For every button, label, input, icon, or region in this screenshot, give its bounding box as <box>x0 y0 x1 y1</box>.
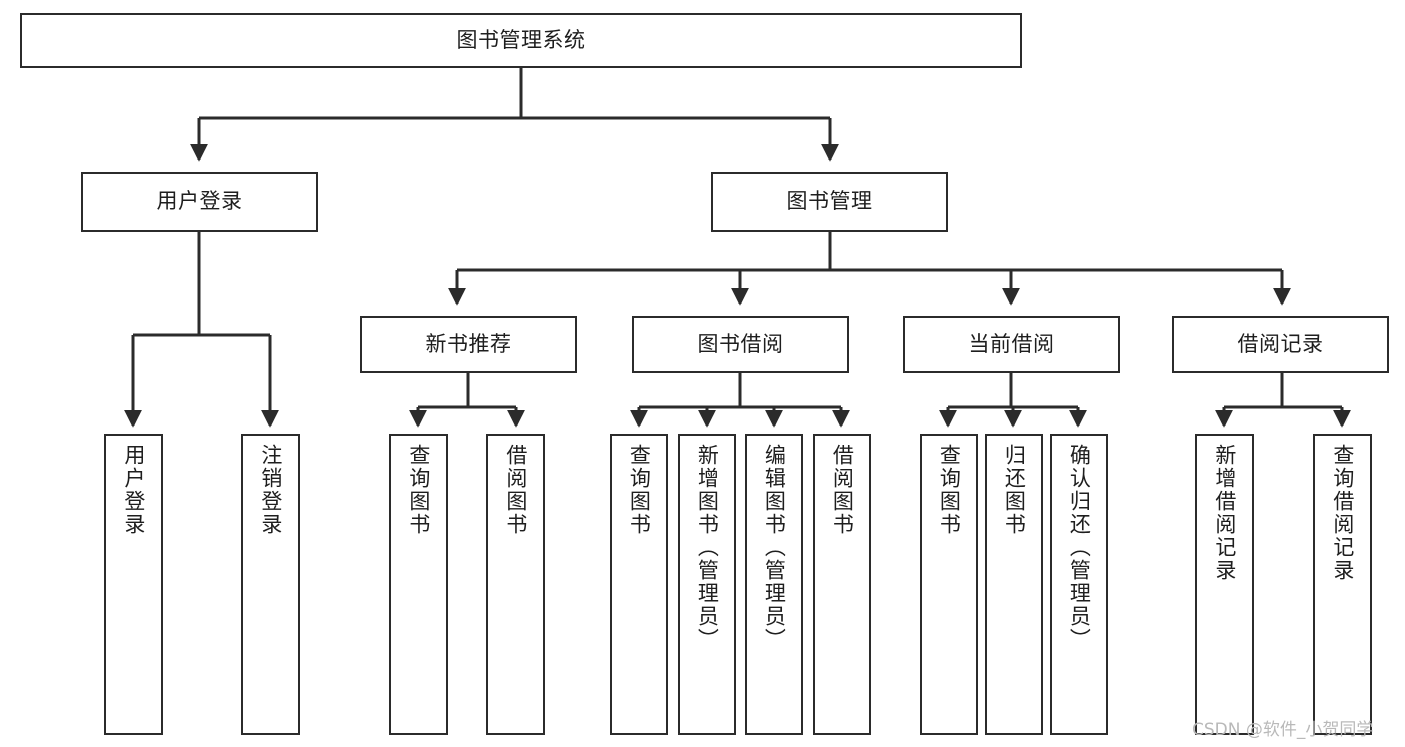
node-label: 借阅图书 <box>503 444 528 536</box>
node-leaf-logout-login[interactable]: 注销登录 <box>241 434 300 735</box>
node-label: 图书管理系统 <box>456 27 586 52</box>
node-leaf-borrow-book-1[interactable]: 借阅图书 <box>486 434 545 735</box>
node-label: 确认归还（管理员） <box>1067 444 1092 651</box>
node-label: 用户登录 <box>121 444 146 536</box>
node-label: 图书借阅 <box>697 331 784 356</box>
node-leaf-edit-book[interactable]: 编辑图书（管理员） <box>745 434 803 735</box>
node-user-login[interactable]: 用户登录 <box>81 172 318 232</box>
node-label: 查询借阅记录 <box>1330 444 1355 582</box>
node-label: 新增图书（管理员） <box>695 444 720 651</box>
node-leaf-user-login[interactable]: 用户登录 <box>104 434 163 735</box>
node-leaf-add-book[interactable]: 新增图书（管理员） <box>678 434 736 735</box>
node-leaf-query-book-2[interactable]: 查询图书 <box>610 434 668 735</box>
node-label: 新书推荐 <box>425 331 512 356</box>
node-label: 用户登录 <box>156 189 243 214</box>
node-leaf-query-record[interactable]: 查询借阅记录 <box>1313 434 1372 735</box>
node-leaf-confirm-return[interactable]: 确认归还（管理员） <box>1050 434 1108 735</box>
node-label: 查询图书 <box>627 444 652 536</box>
node-book-management[interactable]: 图书管理 <box>711 172 948 232</box>
node-label: 注销登录 <box>258 444 283 536</box>
node-borrow-record[interactable]: 借阅记录 <box>1172 316 1389 373</box>
node-label: 图书管理 <box>786 189 873 214</box>
node-leaf-query-book-1[interactable]: 查询图书 <box>389 434 448 735</box>
node-leaf-return-book[interactable]: 归还图书 <box>985 434 1043 735</box>
node-label: 查询图书 <box>406 444 431 536</box>
node-root-system[interactable]: 图书管理系统 <box>20 13 1022 68</box>
node-new-book-recommend[interactable]: 新书推荐 <box>360 316 577 373</box>
node-label: 查询图书 <box>937 444 962 536</box>
node-label: 新增借阅记录 <box>1212 444 1237 582</box>
node-leaf-borrow-book-2[interactable]: 借阅图书 <box>813 434 871 735</box>
node-current-borrow[interactable]: 当前借阅 <box>903 316 1120 373</box>
node-label: 当前借阅 <box>968 331 1055 356</box>
node-leaf-query-book-3[interactable]: 查询图书 <box>920 434 978 735</box>
watermark: CSDN @软件_小贺同学 <box>1192 720 1374 740</box>
node-leaf-add-record[interactable]: 新增借阅记录 <box>1195 434 1254 735</box>
node-label: 编辑图书（管理员） <box>762 444 787 651</box>
node-label: 借阅记录 <box>1237 331 1324 356</box>
node-book-borrow[interactable]: 图书借阅 <box>632 316 849 373</box>
node-label: 归还图书 <box>1002 444 1027 536</box>
node-label: 借阅图书 <box>830 444 855 536</box>
